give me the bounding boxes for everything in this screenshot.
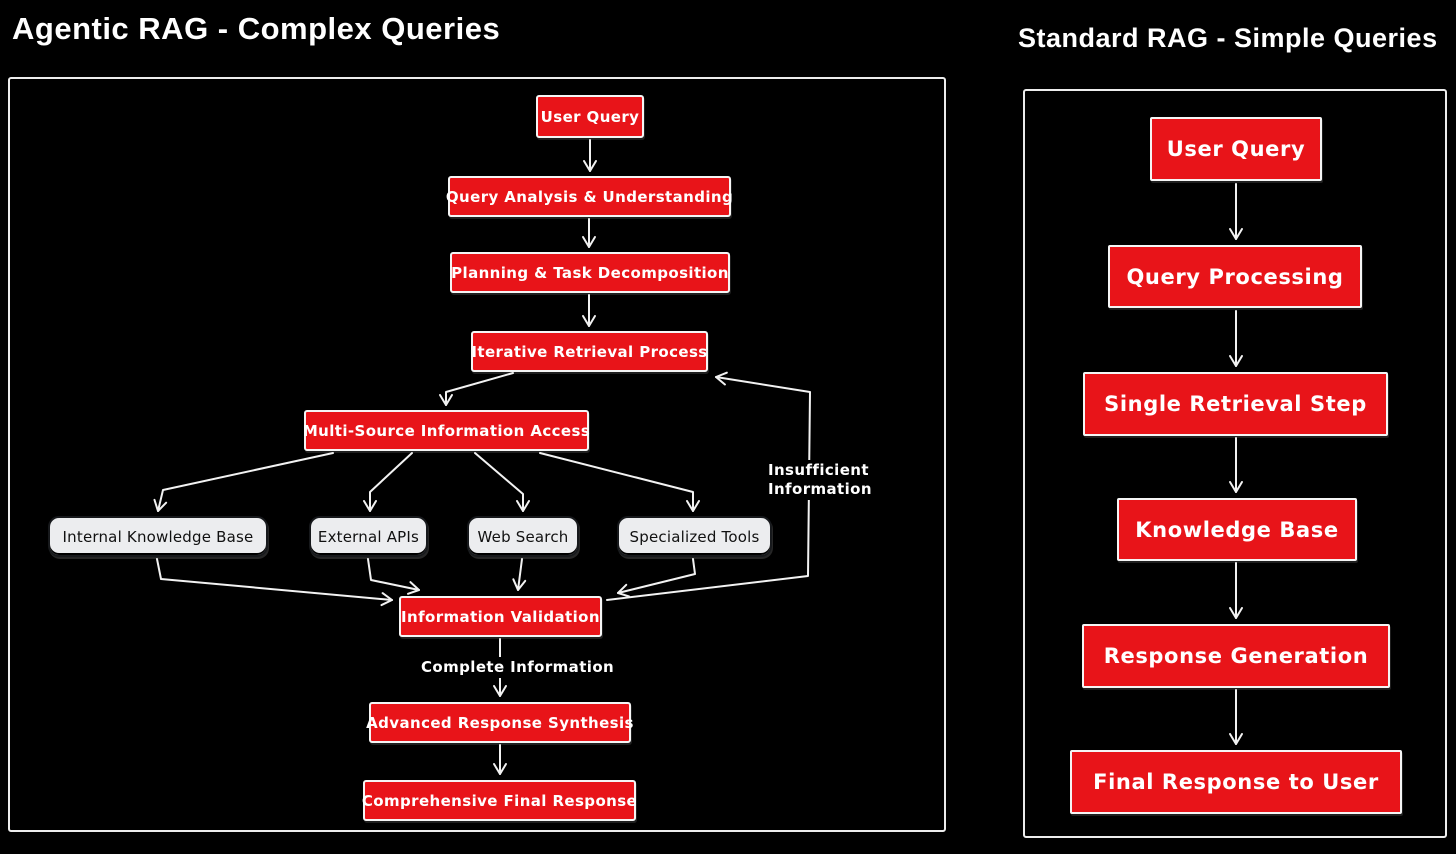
edge-multi-source-to-web-search: [474, 452, 530, 512]
edge-label-insufficient-line1: Insufficient: [768, 461, 869, 479]
agentic-panel-border: [8, 77, 946, 832]
node-std-response-generation: Response Generation: [1082, 624, 1390, 688]
node-std-user-query: User Query: [1150, 117, 1322, 181]
edge-internal-kb-to-info-validation: [156, 558, 393, 607]
edge-specialized-tools-to-info-validation: [617, 558, 696, 598]
node-user-query: User Query: [536, 95, 644, 138]
node-specialized-tools: Specialized Tools: [617, 516, 772, 557]
edge-label-insufficient-line2: Information: [768, 480, 872, 498]
edge-multi-source-to-specialized-tools: [539, 452, 700, 512]
node-query-analysis: Query Analysis & Understanding: [446, 176, 733, 217]
edge-multi-source-to-internal-kb: [153, 452, 334, 512]
edge-iterative-retrieval-to-multi-source: [439, 372, 514, 406]
standard-panel-title: Standard RAG - Simple Queries: [1018, 23, 1438, 53]
node-std-query-processing: Query Processing: [1108, 245, 1362, 308]
standard-panel-border: [1023, 89, 1447, 838]
node-external-apis: External APIs: [309, 516, 428, 557]
node-multi-source: Multi-Source Information Access: [303, 410, 590, 451]
node-std-single-retrieval: Single Retrieval Step: [1083, 372, 1388, 436]
node-comprehensive-final-response: Comprehensive Final Response: [362, 780, 637, 821]
node-internal-kb: Internal Knowledge Base: [48, 516, 268, 557]
node-info-validation: Information Validation: [399, 596, 602, 637]
node-std-final-response: Final Response to User: [1070, 750, 1402, 814]
edge-external-apis-to-info-validation: [367, 558, 420, 595]
edge-label-complete-information: Complete Information: [417, 657, 619, 678]
agentic-panel-title: Agentic RAG - Complex Queries: [12, 11, 501, 46]
node-planning: Planning & Task Decomposition: [450, 252, 730, 293]
node-iterative-retrieval: Iterative Retrieval Process: [471, 331, 708, 372]
edge-multi-source-to-external-apis: [363, 452, 413, 512]
node-std-knowledge-base: Knowledge Base: [1117, 498, 1357, 561]
node-advanced-synthesis: Advanced Response Synthesis: [366, 702, 633, 743]
node-web-search: Web Search: [467, 516, 579, 557]
edge-web-search-to-info-validation: [512, 558, 527, 591]
edge-label-insufficient-information: Insufficient Information: [764, 460, 876, 500]
